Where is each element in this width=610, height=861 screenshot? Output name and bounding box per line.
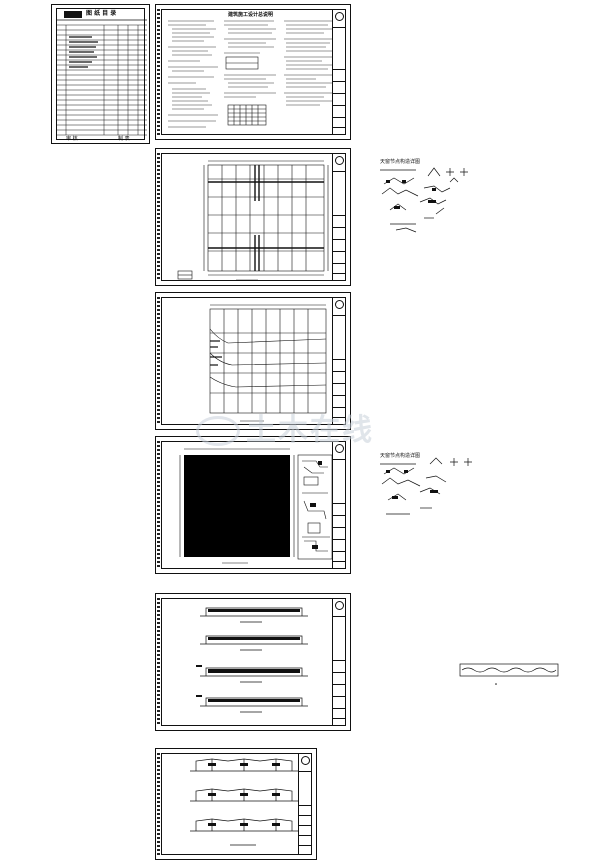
sheet-frame: [161, 9, 346, 135]
detail-a-title: 天窗节点构造详图: [380, 159, 421, 165]
company-logo-icon: [335, 300, 344, 309]
roof-detail-sheet: [155, 436, 351, 574]
binding-strip: [157, 441, 160, 569]
binding-strip: [157, 598, 160, 726]
roof-profile-strip: [458, 662, 560, 688]
binding-strip: [157, 153, 160, 281]
company-logo-icon: [335, 12, 344, 21]
sheet-frame: [161, 153, 346, 281]
title-block: [332, 153, 346, 281]
notes-sheet: 建筑施工设计总说明: [155, 4, 351, 140]
company-logo-icon: [335, 444, 344, 453]
sheet-frame: [161, 441, 346, 569]
title-block: [298, 753, 312, 855]
title-block: [332, 297, 346, 425]
roof-profile-drawing: [459, 663, 559, 685]
company-logo-icon: [335, 156, 344, 165]
sections-drawing: [190, 758, 298, 846]
index-table-lines: [56, 11, 147, 136]
binding-strip: [157, 297, 160, 425]
detail-a-drawing: [380, 167, 468, 233]
sheet-frame: [161, 598, 346, 726]
index-frame: [56, 8, 145, 140]
notes-text-lines: [168, 20, 332, 128]
watermark-logo-icon: [196, 416, 240, 446]
company-logo-icon: [335, 601, 344, 610]
title-block: [332, 9, 346, 135]
index-footer-left: 审 核: [66, 136, 78, 142]
roof-plan-sheet: [155, 292, 351, 430]
sheet-frame: [161, 753, 312, 855]
elevations-drawing: [196, 607, 308, 713]
detail-b-title: 天窗节点构造详图: [380, 453, 421, 459]
index-footer-right: 制 表: [118, 136, 130, 142]
detail-b-drawing: [380, 457, 472, 515]
skylight-detail-b: 天窗节点构造详图: [376, 452, 480, 524]
roof-detail-drawing: [179, 448, 333, 564]
elevations-sheet: [155, 593, 351, 731]
company-logo-icon: [301, 756, 310, 765]
title-block: [332, 598, 346, 726]
floor-plan-drawing: [177, 160, 329, 281]
skylight-detail-a: 天窗节点构造详图: [376, 158, 480, 242]
floor-plan-sheet: [155, 148, 351, 286]
sheet-frame: [161, 297, 346, 425]
watermark-text: 土木在线: [246, 413, 374, 448]
binding-strip: [157, 753, 160, 855]
notes-title: 建筑施工设计总说明: [228, 12, 274, 18]
title-block: [332, 441, 346, 569]
binding-strip: [157, 9, 160, 135]
roof-plan-drawing: [209, 304, 327, 422]
drawing-index-sheet: 图 纸 目 录 审 核 制 表: [51, 4, 150, 144]
index-title: 图 纸 目 录: [86, 10, 117, 17]
sections-sheet: [155, 748, 317, 860]
